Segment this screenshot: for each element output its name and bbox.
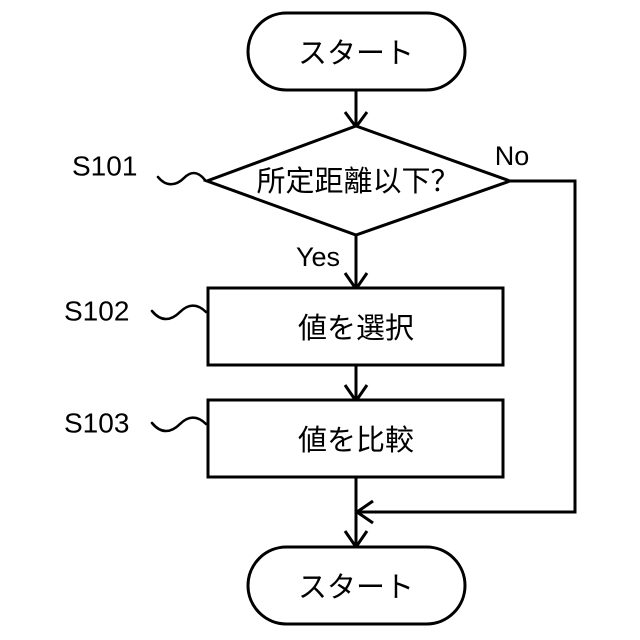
start-terminal-label: スタート [298, 36, 414, 70]
end-terminal-label: スタート [298, 570, 414, 604]
connector-start-to-decision [343, 90, 369, 130]
process-compare-label: 値を比較 [298, 423, 414, 457]
process-select-shape [206, 286, 505, 367]
end-terminal-shape [246, 545, 467, 626]
step-label-s103: S103 [64, 408, 129, 439]
leader-squiggle-s101 [156, 171, 207, 186]
decision-node: 所定距離以下？ [202, 124, 515, 237]
branch-label-yes: Yes [296, 242, 340, 272]
connector-select-to-compare [343, 365, 369, 404]
leader-squiggle-s103 [150, 416, 208, 433]
start-terminal-node: スタート [246, 11, 467, 92]
connector-yes-to-select [343, 235, 369, 292]
step-label-s101-group: S101 [72, 151, 207, 186]
process-select-label: 値を選択 [298, 311, 414, 345]
branch-label-no: No [495, 141, 530, 171]
step-label-s103-group: S103 [64, 408, 208, 439]
leader-squiggle-s102 [150, 304, 208, 321]
process-compare-node: 値を比較 [206, 398, 505, 479]
end-terminal-node: スタート [246, 545, 467, 626]
step-label-s102: S102 [64, 296, 129, 327]
decision-label: 所定距離以下？ [256, 164, 459, 198]
process-compare-shape [206, 398, 505, 479]
step-label-s102-group: S102 [64, 296, 208, 327]
process-select-node: 値を選択 [206, 286, 505, 367]
step-label-s101: S101 [72, 151, 137, 182]
